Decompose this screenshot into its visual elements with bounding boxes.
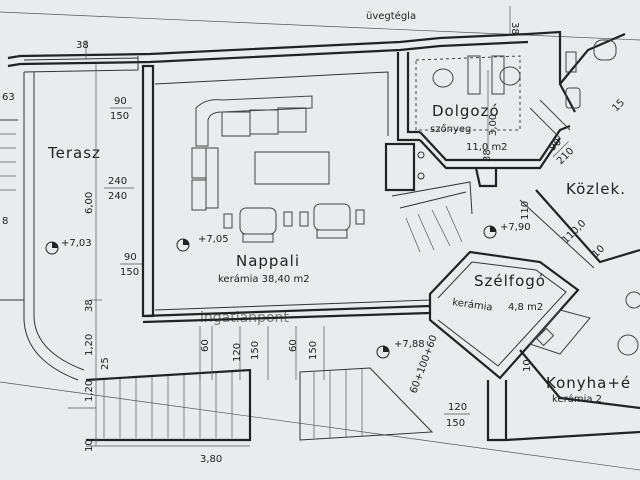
- room-name-hall: Közlek.: [566, 180, 626, 198]
- glass-wall-label: üvegtégla: [366, 10, 416, 22]
- room-detail-entry: kerámia: [452, 296, 494, 314]
- level-label: +7,90: [500, 222, 531, 233]
- svg-text:90: 90: [547, 137, 564, 154]
- level-label: +7,03: [61, 238, 92, 249]
- svg-text:240: 240: [108, 191, 127, 202]
- level-marker: +7,88: [376, 339, 425, 359]
- svg-text:90: 90: [114, 96, 127, 107]
- dimension-label: 38: [482, 149, 493, 162]
- dimension-lines: [68, 6, 511, 447]
- dimension-label: 150: [250, 341, 261, 360]
- level-label: +7,88: [394, 339, 425, 350]
- level-marker: +7,03: [45, 238, 92, 255]
- dimension-label: 3,00: [488, 114, 499, 136]
- opening-size-label: 90 210: [547, 137, 576, 167]
- dimension-label: 15: [610, 97, 627, 114]
- dimension-label: 10: [522, 359, 533, 372]
- kitchen-fixtures: [529, 291, 640, 356]
- living-room-furniture: [191, 95, 365, 243]
- dimension-label: 38: [76, 40, 89, 51]
- dimension-label: 110: [520, 201, 531, 220]
- room-detail-kitchen: kerámia 2: [552, 393, 602, 405]
- room-detail-study: szőnyeg: [430, 123, 471, 135]
- svg-text:150: 150: [120, 267, 139, 278]
- dimension-label: 10: [590, 243, 607, 260]
- dimension-label: 10: [84, 439, 95, 452]
- watermark: ingatlanpont: [200, 310, 289, 326]
- level-marker: +7,90: [483, 222, 531, 239]
- dimension-label: 1,20: [84, 380, 95, 402]
- dimension-label: 3,80: [200, 454, 222, 465]
- svg-text:150: 150: [110, 111, 129, 122]
- room-detail-living: kerámia 38,40 m2: [218, 273, 310, 285]
- dimension-label: 38: [84, 299, 95, 312]
- room-name-terrace: Terasz: [47, 144, 101, 162]
- dimension-label: 1,20: [84, 334, 95, 356]
- room-name-living: Nappali: [236, 252, 300, 270]
- walls: [0, 30, 640, 442]
- dimension-label: 60: [200, 339, 211, 352]
- svg-text:240: 240: [108, 176, 127, 187]
- level-marker: +7,05: [176, 234, 229, 252]
- dimension-label: 63: [2, 92, 15, 103]
- room-area-entry: 4,8 m2: [508, 302, 543, 313]
- dimension-label: 120: [232, 343, 243, 362]
- dimension-label: 150: [308, 341, 319, 360]
- svg-text:90: 90: [124, 252, 137, 263]
- opening-size-label: 120 150: [444, 402, 470, 429]
- study-furniture: [415, 55, 571, 139]
- stair-treads: [103, 205, 463, 438]
- dimension-label: 25: [100, 357, 111, 370]
- room-name-kitchen: Konyha+é: [546, 374, 631, 392]
- dimension-label: 60: [288, 339, 299, 352]
- level-label: +7,05: [198, 234, 229, 245]
- opening-size-label: 90 150: [120, 252, 142, 278]
- paper-crease-line: [0, 381, 640, 471]
- room-name-entry: Szélfogó: [474, 272, 546, 290]
- opening-size-label: 240 240: [104, 176, 134, 202]
- room-area-study: 11,0 m2: [466, 142, 508, 153]
- svg-text:150: 150: [446, 418, 465, 429]
- dimension-label: 38: [509, 22, 520, 35]
- paper-crease-line: [0, 11, 640, 41]
- room-name-study: Dolgozó: [432, 102, 500, 120]
- svg-text:120: 120: [448, 402, 467, 413]
- bathroom-fixtures: [565, 39, 617, 109]
- opening-size-label: 90 150: [110, 96, 132, 122]
- dimension-label: 6,00: [84, 192, 95, 214]
- dimension-label: 8: [2, 216, 8, 227]
- side-steps: [0, 133, 16, 191]
